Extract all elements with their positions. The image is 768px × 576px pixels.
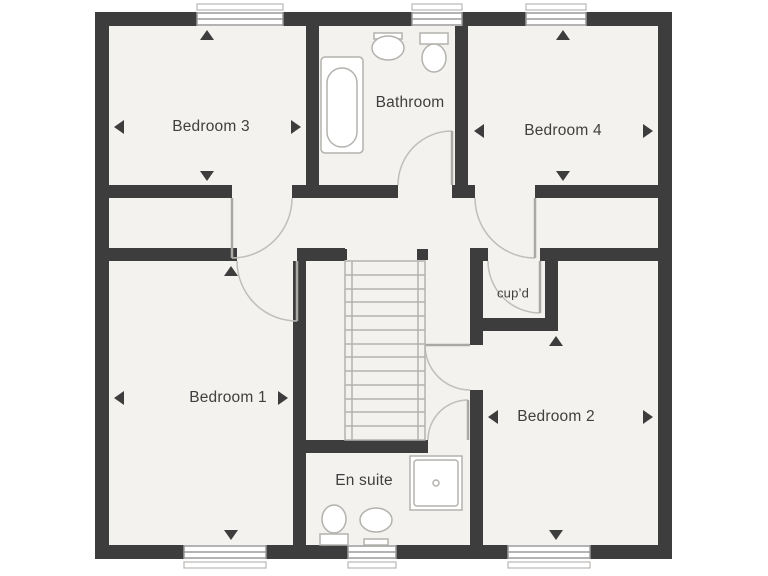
toilet-fixture bbox=[319, 504, 349, 546]
dimension-arrow-left bbox=[114, 391, 124, 405]
room-label-en-suite: En suite bbox=[335, 472, 393, 489]
door-opening-ensuite bbox=[428, 440, 468, 453]
dimension-arrow-up bbox=[200, 30, 214, 40]
wall-landing-bottom bbox=[109, 248, 237, 261]
door-swings bbox=[231, 130, 541, 441]
dimension-arrow-down bbox=[549, 530, 563, 540]
dimension-arrow-left bbox=[474, 124, 484, 138]
door-leaves bbox=[230, 131, 542, 440]
door-openings bbox=[232, 185, 540, 453]
window-sill bbox=[411, 3, 463, 11]
dimension-arrow-down bbox=[200, 171, 214, 181]
wall-landing-bottom bbox=[470, 248, 488, 261]
staircase bbox=[344, 260, 426, 441]
wall-landing-top bbox=[535, 185, 658, 198]
wall-landing-top bbox=[292, 185, 398, 198]
windows bbox=[183, 3, 591, 569]
window-sill bbox=[507, 561, 591, 569]
wall-bedroom1-right bbox=[293, 261, 306, 545]
dimension-arrow-right bbox=[291, 120, 301, 134]
door-swing-arc-bathroom bbox=[397, 130, 453, 186]
wall-bedroom3-bathroom bbox=[306, 26, 319, 198]
room-label-cupboard: cup’d bbox=[496, 285, 530, 301]
wall-cupboard-right bbox=[545, 261, 558, 331]
room-label-bathroom: Bathroom bbox=[375, 94, 445, 111]
wall-landing-bottom bbox=[540, 248, 658, 261]
door-swing-arc-bedroom1 bbox=[236, 260, 298, 322]
room-label-bedroom-1: Bedroom 1 bbox=[189, 389, 267, 406]
door-opening-bedroom4 bbox=[475, 185, 535, 198]
washbasin-fixture bbox=[371, 32, 405, 61]
door-opening-bathroom bbox=[398, 185, 452, 198]
door-opening-bedroom2 bbox=[470, 345, 483, 390]
dimension-arrows bbox=[114, 30, 653, 540]
fixtures bbox=[319, 32, 463, 546]
room-label-bedroom-3: Bedroom 3 bbox=[172, 118, 250, 135]
wall-bedroom2-left bbox=[470, 390, 483, 545]
window bbox=[196, 3, 284, 26]
wall-landing-bottom bbox=[297, 248, 345, 261]
door-swing-arc-bedroom2 bbox=[424, 344, 471, 391]
room-label-bedroom-2: Bedroom 2 bbox=[517, 408, 595, 425]
window bbox=[347, 545, 397, 569]
dimension-arrow-right bbox=[643, 124, 653, 138]
washbasin-fixture bbox=[359, 507, 393, 546]
window-sill bbox=[525, 3, 587, 11]
wall-bathroom-bedroom4 bbox=[455, 26, 468, 198]
room-label-bedroom-4: Bedroom 4 bbox=[524, 122, 602, 139]
bathtub-fixture bbox=[320, 56, 364, 154]
window bbox=[411, 3, 463, 26]
door-swing-arc-bedroom3 bbox=[231, 197, 293, 259]
dimension-arrow-left bbox=[114, 120, 124, 134]
outer-wall-left bbox=[95, 12, 109, 559]
newel-post bbox=[336, 249, 347, 260]
dimension-arrow-up bbox=[556, 30, 570, 40]
dimension-arrow-left bbox=[488, 410, 498, 424]
outer-wall-right bbox=[658, 12, 672, 559]
window-sill bbox=[196, 3, 284, 11]
stair-treads bbox=[345, 274, 425, 427]
door-swing-arc-bedroom4 bbox=[474, 197, 536, 259]
wall-landing-top bbox=[109, 185, 232, 198]
stair-outline bbox=[344, 260, 426, 441]
door-opening-bedroom1 bbox=[237, 248, 297, 261]
wall-cupboard-bottom bbox=[470, 318, 558, 331]
door-swing-arc-ensuite bbox=[427, 399, 469, 441]
window bbox=[183, 545, 267, 569]
shower-tray-fixture bbox=[409, 455, 463, 511]
door-swing-arc-cupboard bbox=[487, 260, 541, 314]
dimension-arrow-up bbox=[549, 336, 563, 346]
window-sill bbox=[347, 561, 397, 569]
wall-ensuite-top bbox=[306, 440, 428, 453]
wall-bedroom2-left bbox=[470, 261, 483, 345]
window bbox=[507, 545, 591, 569]
dimension-arrow-right bbox=[278, 391, 288, 405]
toilet-fixture bbox=[419, 32, 449, 73]
wall-landing-top bbox=[452, 185, 475, 198]
dimension-arrow-down bbox=[556, 171, 570, 181]
dimension-arrow-right bbox=[643, 410, 653, 424]
dimension-arrow-down bbox=[224, 530, 238, 540]
window bbox=[525, 3, 587, 26]
dimension-arrow-up bbox=[224, 266, 238, 276]
newel-post bbox=[417, 249, 428, 260]
window-sill bbox=[183, 561, 267, 569]
door-opening-bedroom3 bbox=[232, 185, 292, 198]
